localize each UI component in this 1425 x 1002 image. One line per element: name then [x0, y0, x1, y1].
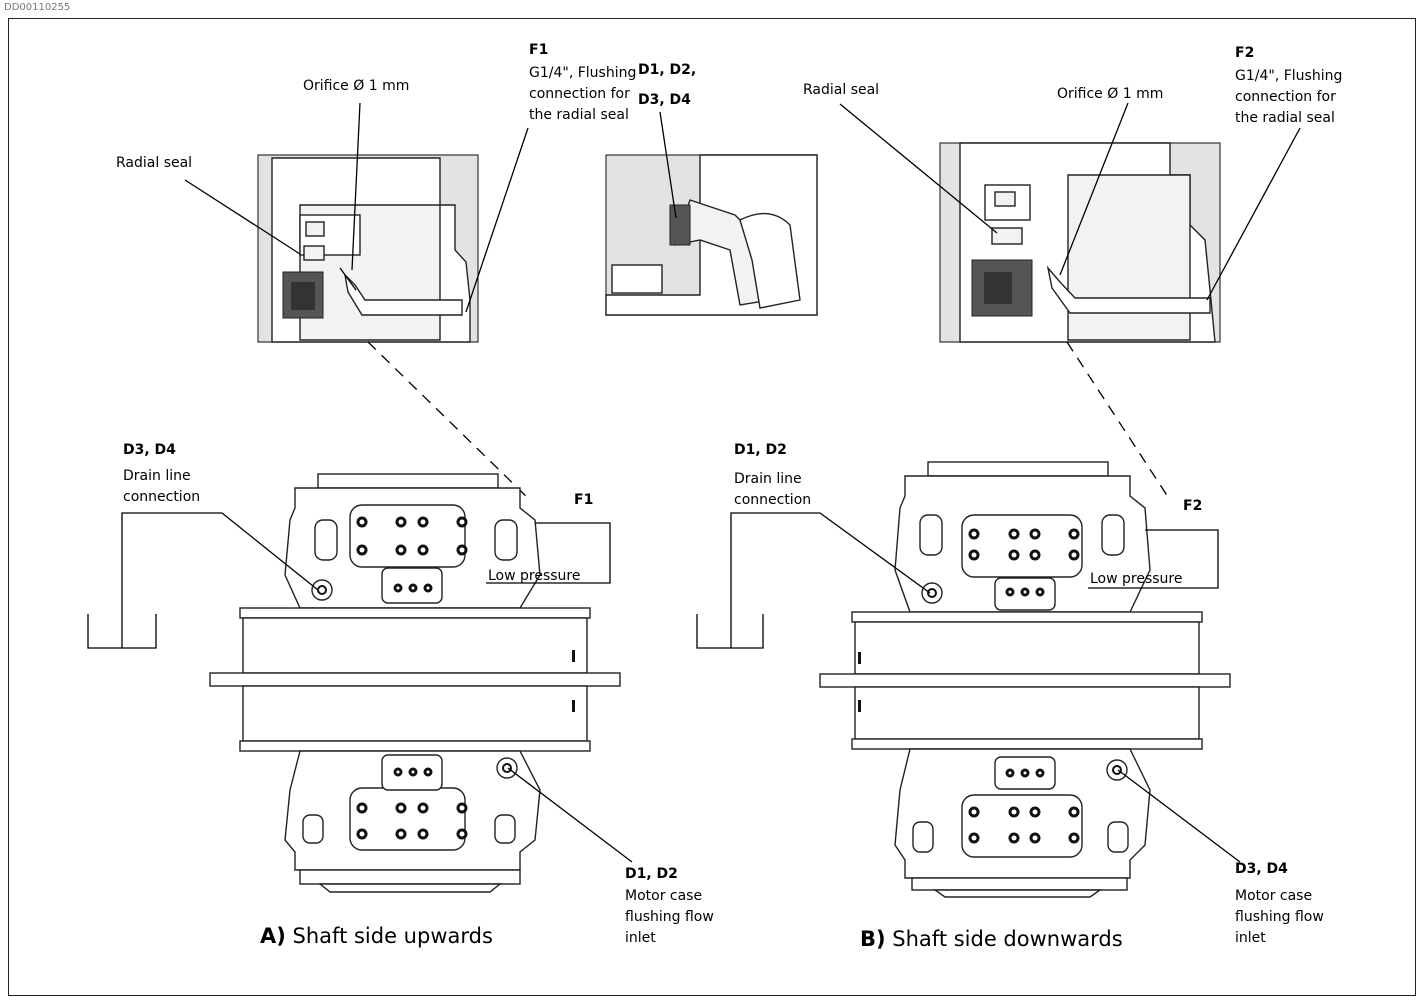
label-b-inlet-title: D3, D4: [1235, 861, 1288, 877]
schematic-b: [696, 512, 1241, 863]
label-b-drain-line1: Drain line: [734, 471, 802, 487]
caption-b-letter: B): [860, 927, 886, 951]
caption-a-text: Shaft side upwards: [285, 924, 493, 948]
schematic-a: [87, 512, 633, 863]
detail-right-image: [939, 142, 1221, 343]
label-f2-line2: connection for: [1235, 89, 1336, 105]
label-f2-line3: the radial seal: [1235, 110, 1335, 126]
label-a-inlet-line1: Motor case: [625, 888, 703, 904]
label-a-inlet-line2: flushing flow: [625, 909, 714, 925]
label-b-drain-line2: connection: [734, 492, 812, 508]
label-a-inlet-line3: inlet: [625, 930, 656, 946]
document-id: DD00110255: [4, 2, 71, 13]
detail-mid-image: [605, 154, 818, 316]
label-b-inlet-line1: Motor case: [1235, 888, 1313, 904]
label-a-drain-title: D3, D4: [123, 442, 176, 458]
label-a-f1: F1: [574, 492, 594, 508]
caption-a-letter: A): [260, 924, 286, 948]
motor-b-drawing: [819, 461, 1231, 898]
label-orifice-a: Orifice Ø 1 mm: [303, 78, 410, 94]
label-b-drain-title: D1, D2: [734, 442, 787, 458]
label-f2-line1: G1/4", Flushing: [1235, 68, 1343, 84]
label-a-inlet-title: D1, D2: [625, 866, 678, 882]
leader-f1-a: [465, 127, 529, 313]
label-b-inlet-line2: flushing flow: [1235, 909, 1324, 925]
leader-radial-seal-a: [184, 179, 301, 255]
leader-orifice-a: [351, 102, 361, 271]
motor-a-drawing: [209, 473, 621, 893]
label-b-f2: F2: [1183, 498, 1203, 514]
caption-a: A) Shaft side upwards: [260, 924, 493, 948]
dashed-link-b: [1066, 341, 1171, 501]
leader-orifice-b: [1059, 102, 1129, 276]
label-a-drain-line2: connection: [123, 489, 201, 505]
label-radial-seal-a: Radial seal: [116, 155, 193, 171]
label-f2-title: F2: [1235, 45, 1255, 61]
diagram-frame: [8, 18, 1416, 996]
leader-f2-b: [1206, 127, 1301, 301]
label-d-mid-line2: D3, D4: [638, 92, 691, 108]
label-radial-seal-b: Radial seal: [803, 82, 880, 98]
label-b-inlet-line3: inlet: [1235, 930, 1266, 946]
leader-radial-seal-b: [839, 103, 998, 234]
leader-d-mid: [659, 111, 677, 219]
label-f1-line1: G1/4", Flushing: [529, 65, 637, 81]
label-orifice-b: Orifice Ø 1 mm: [1057, 86, 1164, 102]
caption-b-text: Shaft side downwards: [885, 927, 1123, 951]
label-a-low-pressure: Low pressure: [488, 568, 581, 584]
label-f1-title: F1: [529, 42, 549, 58]
detail-left-image: [257, 154, 479, 343]
caption-b: B) Shaft side downwards: [860, 927, 1123, 951]
label-f1-line3: the radial seal: [529, 107, 629, 123]
label-a-drain-line1: Drain line: [123, 468, 191, 484]
label-d-mid-line1: D1, D2,: [638, 62, 697, 78]
label-b-low-pressure: Low pressure: [1090, 571, 1183, 587]
label-f1-line2: connection for: [529, 86, 630, 102]
